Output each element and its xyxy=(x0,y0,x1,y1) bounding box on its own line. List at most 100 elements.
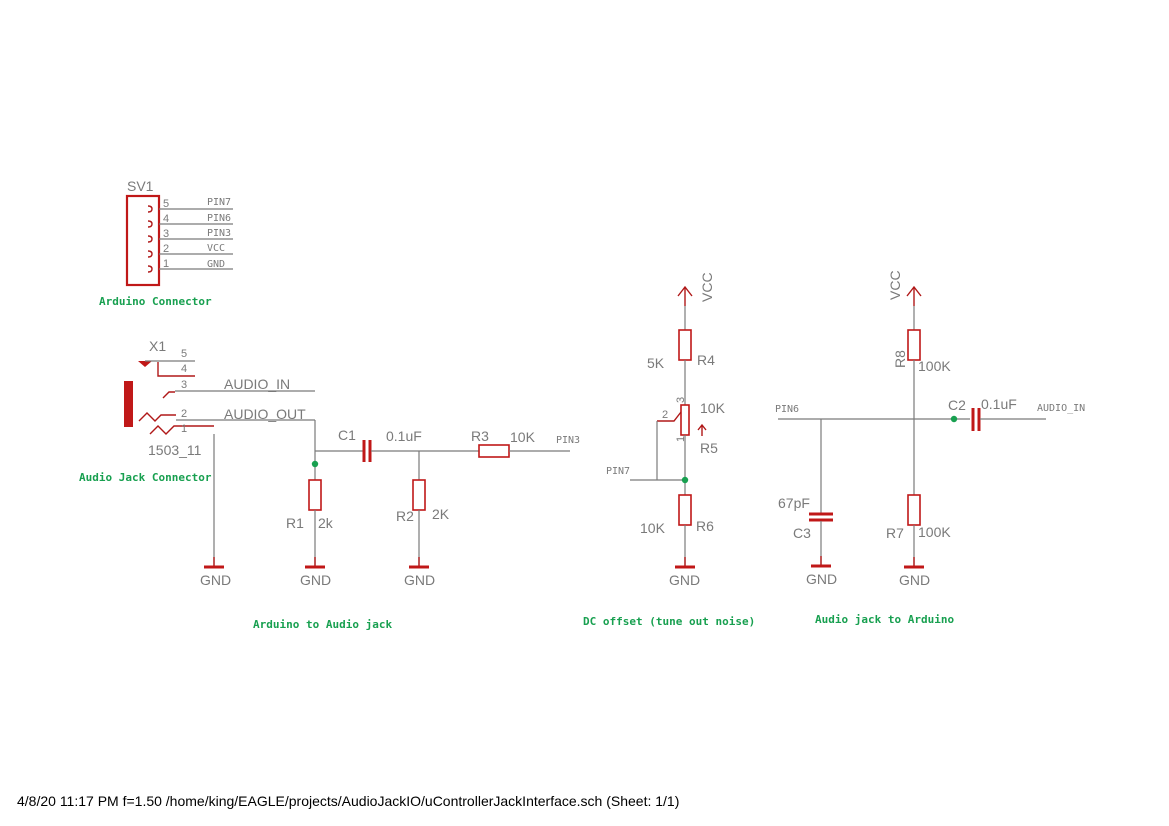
resistor-r1[interactable]: R1 2k xyxy=(286,479,334,531)
sv1-pin-number: 4 xyxy=(163,213,169,225)
r6-value: 10K xyxy=(640,520,666,536)
gnd-label: GND xyxy=(806,571,837,587)
x1-contact xyxy=(138,412,176,422)
r5-name: R5 xyxy=(700,440,718,456)
gnd-symbol: GND xyxy=(404,557,435,588)
vcc-label: VCC xyxy=(699,272,715,302)
x1-name: X1 xyxy=(149,338,166,354)
gnd-symbol: GND xyxy=(806,556,837,587)
r5-adjust-arrow xyxy=(697,423,707,436)
capacitor-c1[interactable]: C1 0.1uF xyxy=(338,427,422,462)
r5-pin1: 1 xyxy=(675,436,687,442)
sv1-pin-number: 5 xyxy=(163,198,169,210)
gnd-symbol: GND xyxy=(200,557,231,588)
r7-value: 100K xyxy=(918,524,951,540)
gnd-label: GND xyxy=(200,572,231,588)
gnd-label: GND xyxy=(669,572,700,588)
net-label-pin7: PIN7 xyxy=(606,466,630,477)
r6-name: R6 xyxy=(696,518,714,534)
footer-print-info: 4/8/20 11:17 PM f=1.50 /home/king/EAGLE/… xyxy=(17,793,679,809)
sv1-net-label: PIN7 xyxy=(207,197,231,208)
resistor-r2[interactable]: R2 2K xyxy=(396,479,450,524)
junction-dot xyxy=(681,476,689,484)
sv1-net-label: GND xyxy=(207,259,225,270)
potentiometer-r5[interactable]: 2 3 1 10K R5 xyxy=(657,397,726,456)
r4-value: 5K xyxy=(647,355,665,371)
x1-net-audio-in: AUDIO_IN xyxy=(224,376,290,392)
r4-name: R4 xyxy=(697,352,715,368)
r8-name: R8 xyxy=(892,350,908,368)
r2-name: R2 xyxy=(396,508,414,524)
vcc-label: VCC xyxy=(887,270,903,300)
resistor-r7[interactable]: R7 100K xyxy=(886,494,951,541)
sv1-pin-number: 3 xyxy=(163,228,169,240)
x1-tip-arrow xyxy=(138,361,152,367)
r3-name: R3 xyxy=(471,428,489,444)
resistor-r8[interactable]: R8 100K xyxy=(892,329,951,374)
vcc-symbol: VCC xyxy=(887,270,922,306)
section-label-audio-jack-to-arduino: Audio jack to Arduino xyxy=(815,613,954,626)
gnd-label: GND xyxy=(404,572,435,588)
r5-wiper xyxy=(657,411,682,422)
x1-contact xyxy=(162,391,175,399)
c1-name: C1 xyxy=(338,427,356,443)
capacitor-c3[interactable]: 67pF C3 xyxy=(778,495,833,541)
sv1-pin-hook xyxy=(147,205,153,213)
x1-pin-number: 3 xyxy=(181,379,187,391)
c2-value: 0.1uF xyxy=(981,396,1017,412)
r5-pin3: 3 xyxy=(675,397,687,403)
gnd-label: GND xyxy=(899,572,930,588)
vcc-symbol: VCC xyxy=(677,272,715,306)
sv1-net-label: VCC xyxy=(207,243,225,254)
x1-net-audio-out: AUDIO_OUT xyxy=(224,406,306,422)
r5-value: 10K xyxy=(700,400,726,416)
gnd-symbol: GND xyxy=(669,557,700,588)
gnd-label: GND xyxy=(300,572,331,588)
c2-name: C2 xyxy=(948,397,966,413)
x1-jack-body xyxy=(124,381,133,427)
sv1-name: SV1 xyxy=(127,178,154,194)
r2-value: 2K xyxy=(432,506,450,522)
section-label-audio-jack-connector: Audio Jack Connector xyxy=(79,471,212,484)
junction-dot xyxy=(950,415,958,423)
r7-name: R7 xyxy=(886,525,904,541)
c3-name: C3 xyxy=(793,525,811,541)
c3-value: 67pF xyxy=(778,495,810,511)
sv1-pin-hook xyxy=(147,235,153,243)
junction-dot xyxy=(311,460,319,468)
r1-value: 2k xyxy=(318,515,334,531)
r1-name: R1 xyxy=(286,515,304,531)
x1-value: 1503_11 xyxy=(148,442,202,458)
resistor-r4[interactable]: 5K R4 xyxy=(647,329,715,371)
sv1-pin-number: 1 xyxy=(163,258,169,270)
net-label-audio-in: AUDIO_IN xyxy=(1037,403,1085,414)
sv1-body xyxy=(125,194,161,287)
x1-audio-jack[interactable]: X1 5 4 3 2 1 AUDIO_IN AUDIO_OUT 1503_11 xyxy=(124,338,315,458)
x1-pin-number: 4 xyxy=(181,363,187,375)
section-label-arduino-connector: Arduino Connector xyxy=(99,295,212,308)
resistor-r3[interactable]: R3 10K xyxy=(471,428,536,458)
c1-value: 0.1uF xyxy=(386,428,422,444)
sv1-net-label: PIN6 xyxy=(207,213,231,224)
x1-pin-number: 2 xyxy=(181,408,187,420)
sv1-net-label: PIN3 xyxy=(207,228,231,239)
r8-value: 100K xyxy=(918,358,951,374)
section-label-arduino-to-audio-jack: Arduino to Audio jack xyxy=(253,618,392,631)
capacitor-c2[interactable]: C2 0.1uF xyxy=(948,396,1017,431)
sv1-pin-hook xyxy=(147,265,153,273)
sv1-pin-number: 2 xyxy=(163,243,169,255)
resistor-r6[interactable]: 10K R6 xyxy=(640,494,714,536)
x1-contact xyxy=(149,425,214,435)
gnd-symbol: GND xyxy=(899,557,930,588)
r3-value: 10K xyxy=(510,429,536,445)
x1-pin-wire xyxy=(157,362,195,377)
net-label-pin6: PIN6 xyxy=(775,404,799,415)
gnd-symbol: GND xyxy=(300,557,331,588)
r5-pin2: 2 xyxy=(662,409,668,421)
section-label-dc-offset: DC offset (tune out noise) xyxy=(583,615,755,628)
sv1-connector[interactable]: SV1 5 4 3 2 1 PIN7 PIN6 PIN3 VCC GND xyxy=(125,178,233,287)
x1-pin-number: 1 xyxy=(181,423,187,435)
x1-pin-number: 5 xyxy=(181,348,187,360)
net-label-pin3: PIN3 xyxy=(556,435,580,446)
